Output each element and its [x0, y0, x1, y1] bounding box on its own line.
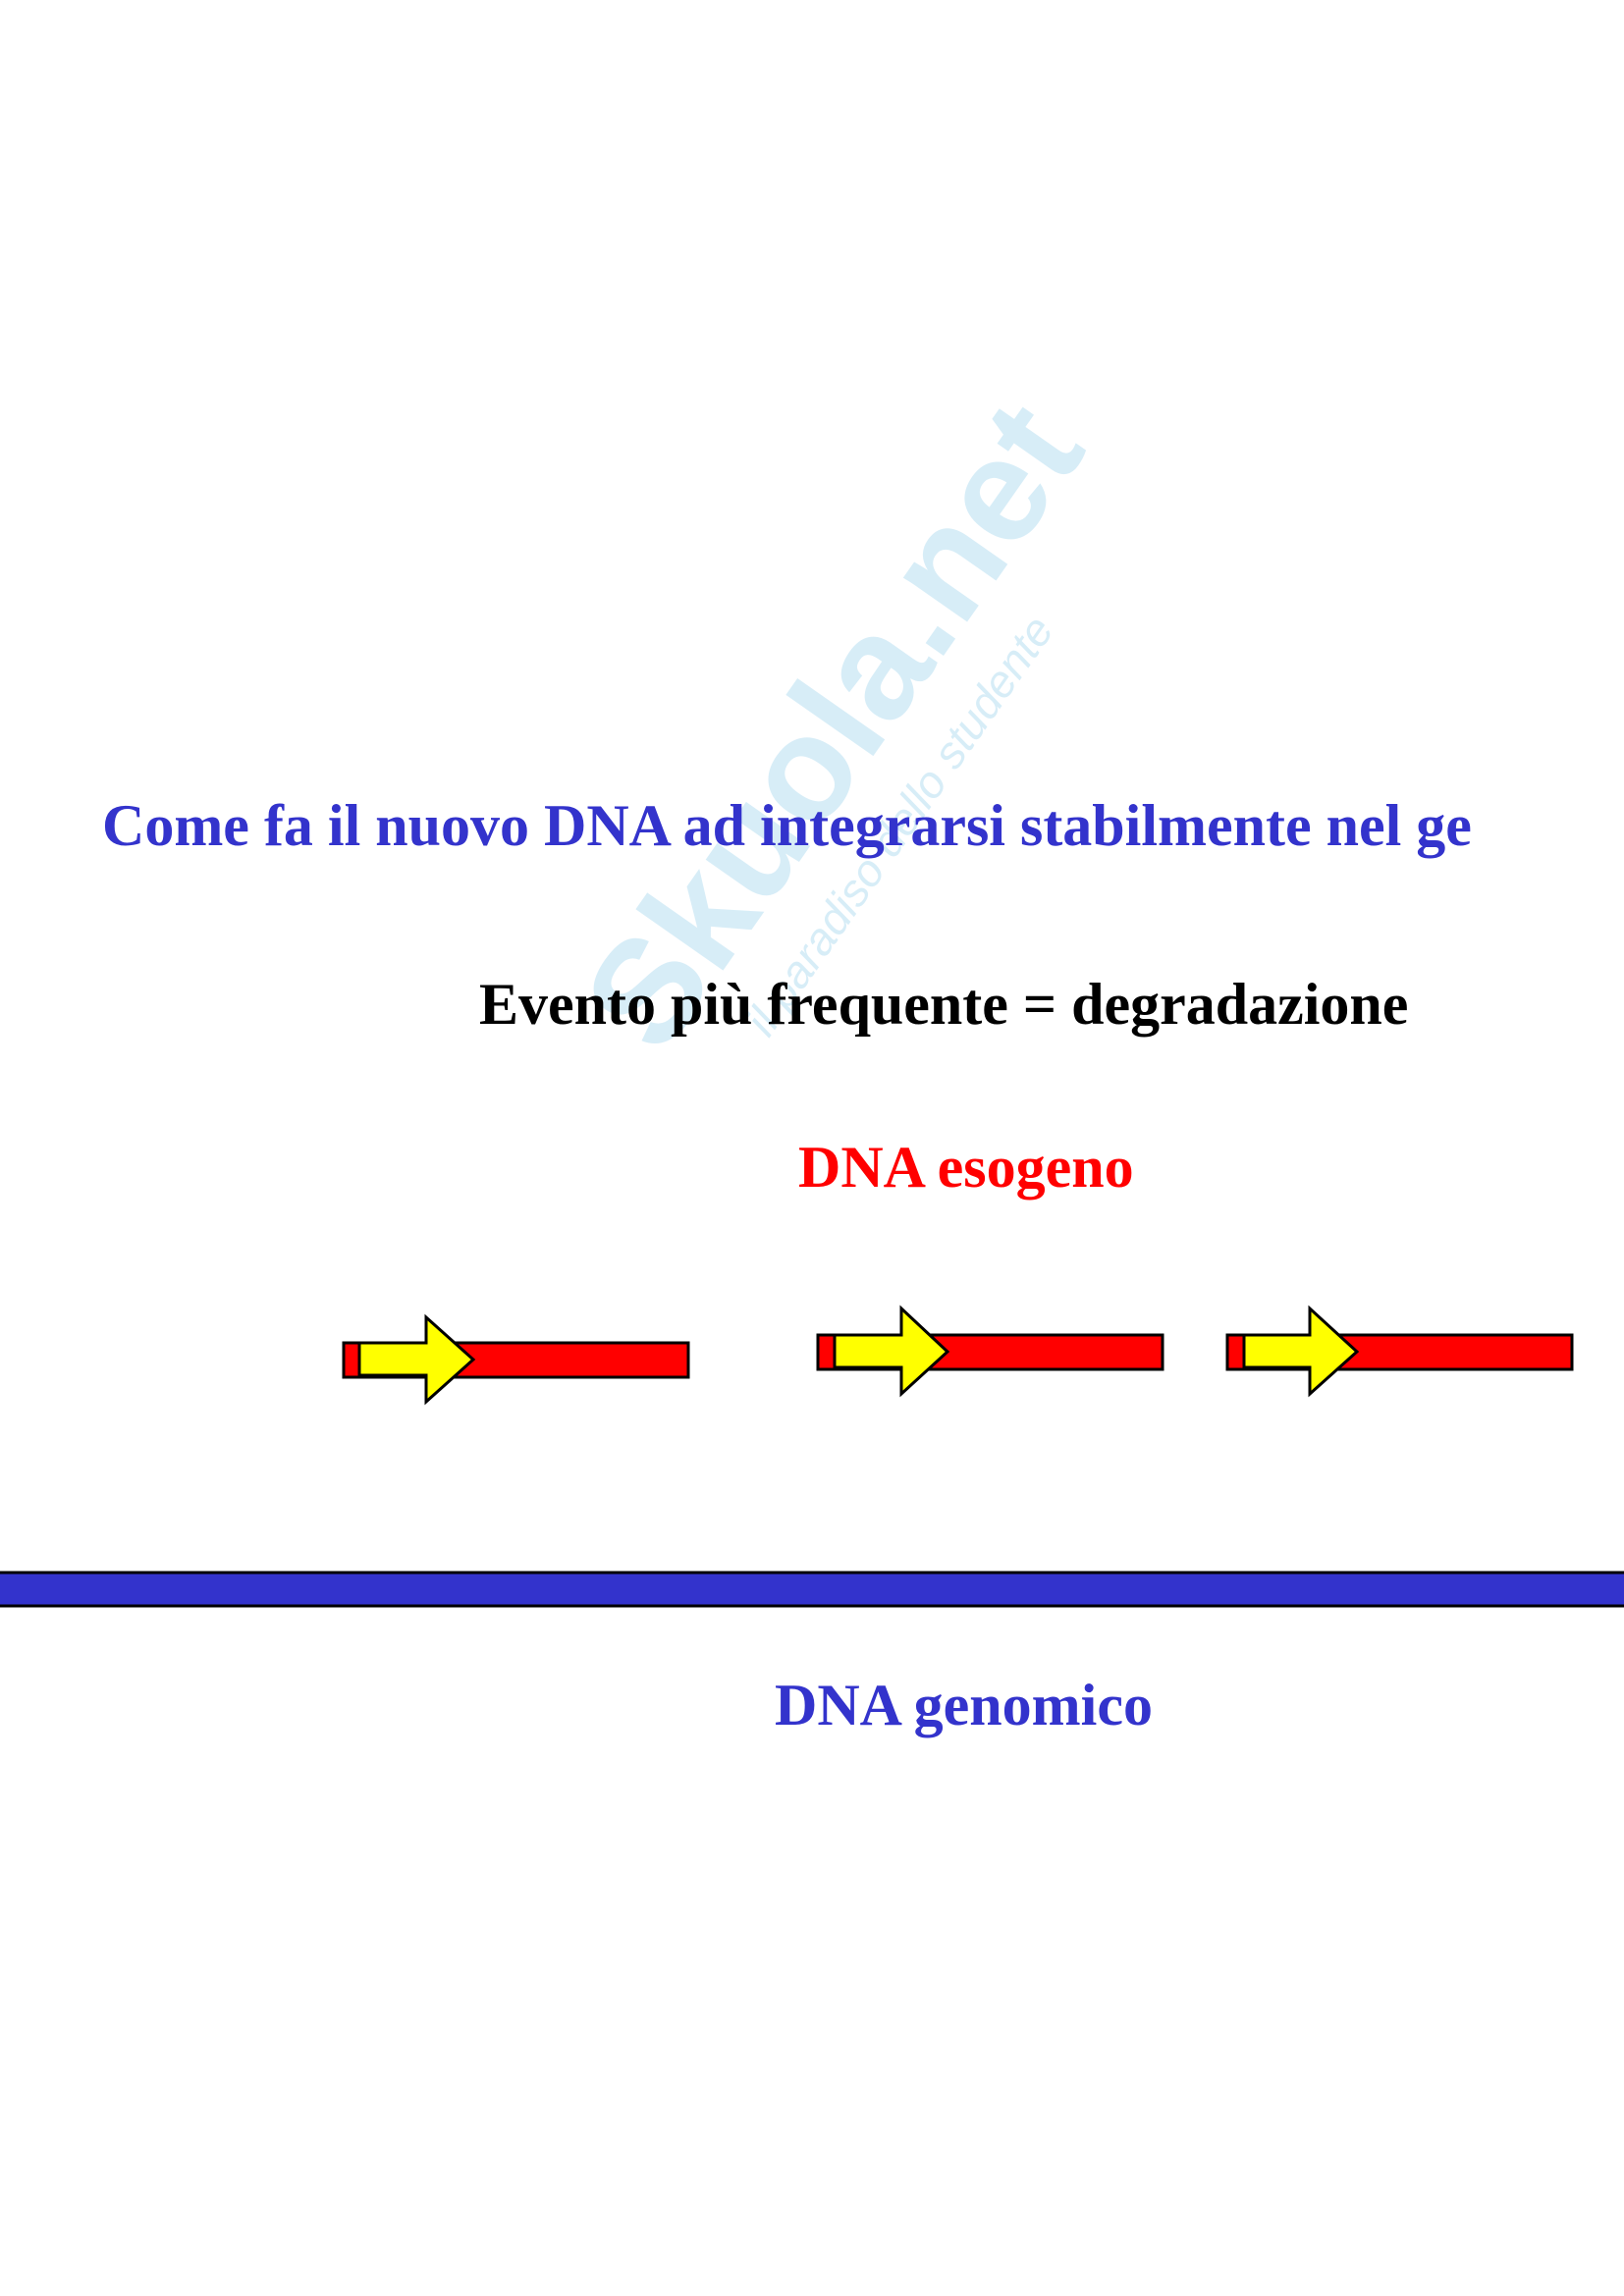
slide-subtitle: Evento più frequente = degradazione: [479, 972, 1409, 1037]
yellow-arrow-icon: [833, 1305, 950, 1398]
slide-title: Come fa il nuovo DNA ad integrarsi stabi…: [102, 793, 1472, 858]
yellow-arrow-icon: [357, 1313, 476, 1406]
exogenous-dna-fragment-3: [1225, 1305, 1574, 1398]
exogenous-dna-fragment-1: [342, 1313, 690, 1406]
exogenous-dna-label: DNA esogeno: [798, 1135, 1134, 1200]
genomic-dna-label: DNA genomico: [775, 1673, 1153, 1737]
yellow-arrow-icon: [1242, 1305, 1360, 1398]
genomic-dna-bar: [0, 1571, 1624, 1608]
exogenous-dna-fragment-2: [816, 1305, 1164, 1398]
